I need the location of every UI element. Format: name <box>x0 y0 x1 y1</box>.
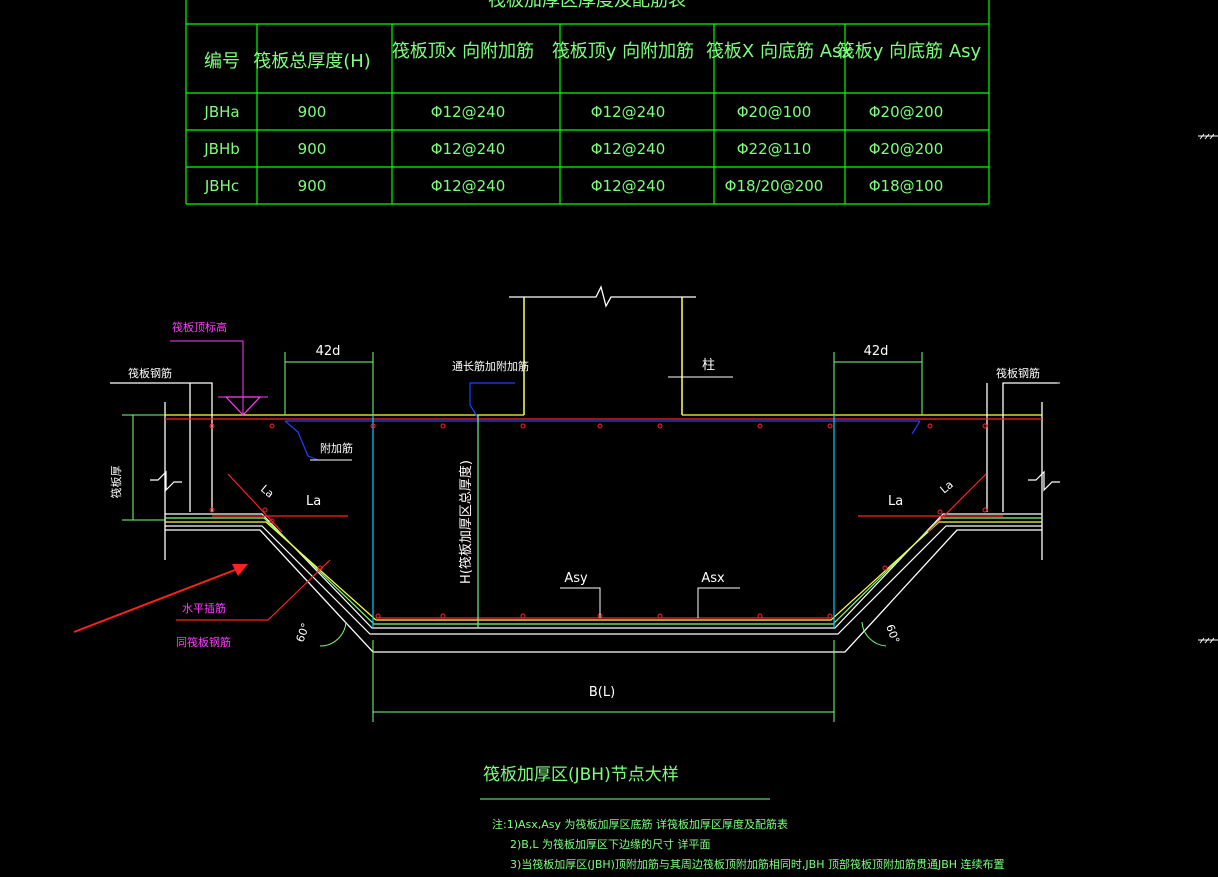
label-la-left: La <box>306 494 321 509</box>
label-angle-left: 60° <box>294 621 313 644</box>
label-raft-top-elev: 筏板顶标高 <box>172 320 227 334</box>
table-cell: Φ12@240 <box>431 103 506 121</box>
table-cell: Φ12@240 <box>591 177 666 195</box>
header-cell-top-y: 筏板顶y 向附加筋 <box>552 41 694 62</box>
table-cell: Φ12@240 <box>431 177 506 195</box>
header-cell-bottom-x: 筏板X 向底筋 Asx <box>706 41 852 62</box>
rebar-table <box>185 0 990 205</box>
table-cell: 900 <box>298 177 327 195</box>
table-row-b: JBHb 900 Φ12@240 Φ12@240 Φ22@110 Φ20@200 <box>203 140 943 158</box>
header-cell-id: 编号 <box>204 51 240 72</box>
note-1: 注:1)Asx,Asy 为筏板加厚区底筋 详筏板加厚区厚度及配筋表 <box>492 817 788 831</box>
table-row-a: JBHa 900 Φ12@240 Φ12@240 Φ20@100 Φ20@200 <box>203 103 943 121</box>
label-raft-rebar-right: 筏板钢筋 <box>996 366 1040 380</box>
label-la-slope-right: La <box>938 478 956 496</box>
label-42d-right: 42d <box>864 344 889 359</box>
label-raft-thickness: 筏板厚 <box>109 466 123 499</box>
table-cell: 900 <box>298 103 327 121</box>
leader-lines <box>128 376 1060 618</box>
la-diagonals <box>176 473 1003 621</box>
header-cell-top-x: 筏板顶x 向附加筋 <box>392 41 534 62</box>
header-cell-thickness: 筏板总厚度(H) <box>253 51 371 72</box>
table-cell: 900 <box>298 140 327 158</box>
label-column: 柱 <box>702 358 715 373</box>
angle-arcs <box>319 621 887 647</box>
table-header-row: 编号 筏板总厚度(H) 筏板顶x 向附加筋 筏板顶y 向附加筋 筏板X 向底筋 … <box>204 41 982 72</box>
rebar-dots <box>209 423 988 619</box>
table-cell: JBHc <box>204 177 239 195</box>
drawing-labels: 筏板顶标高 筏板钢筋 筏板钢筋 42d 42d 通长筋加附加筋 柱 附加筋 筏板… <box>109 320 1040 700</box>
label-asx: Asx <box>701 571 725 586</box>
red-arrow <box>73 564 248 633</box>
elevation-marker <box>170 340 268 416</box>
note-2: 2)B,L 为筏板加厚区下边缘的尺寸 详平面 <box>510 837 710 851</box>
column-outline <box>509 285 696 415</box>
table-cell: Φ12@240 <box>591 103 666 121</box>
label-angle-right: 60° <box>883 623 902 646</box>
label-horizontal-rebar: 水平插筋 <box>182 601 226 615</box>
table-cell: JBHa <box>203 103 239 121</box>
table-cell: Φ22@110 <box>737 140 812 158</box>
table-cell: Φ20@200 <box>869 103 944 121</box>
arrow-head <box>232 564 248 576</box>
detail-title: 筏板加厚区(JBH)节点大样 <box>483 765 679 785</box>
label-la-right: La <box>888 494 903 509</box>
table-cell: Φ20@100 <box>737 103 812 121</box>
column-rebar <box>165 297 1042 416</box>
label-42d-left: 42d <box>316 344 341 359</box>
table-cell: Φ12@240 <box>431 140 506 158</box>
cyan-lines <box>372 415 835 628</box>
table-title: 筏板加厚区厚度及配筋表 <box>488 0 686 11</box>
table-cell: Φ12@240 <box>591 140 666 158</box>
label-same-raft-rebar: 同筏板钢筋 <box>176 635 231 649</box>
note-3: 3)当筏板加厚区(JBH)顶附加筋与其周边筏板顶附加筋相同时,JBH 顶部筏板顶… <box>510 857 1005 871</box>
table-cell: JBHb <box>203 140 240 158</box>
label-asy: Asy <box>564 571 588 586</box>
header-cell-bottom-y: 筏板y 向底筋 Asy <box>837 41 982 62</box>
top-rebar <box>165 382 1042 461</box>
label-h-vertical: H(筏板加厚区总厚度) <box>458 460 474 584</box>
label-raft-rebar-left: 筏板钢筋 <box>128 366 172 380</box>
table-cell: Φ20@200 <box>869 140 944 158</box>
edge-marks <box>1198 133 1218 644</box>
break-marks <box>150 470 1060 492</box>
dimension-lines <box>122 352 923 722</box>
label-through-rebar: 通长筋加附加筋 <box>452 359 529 373</box>
concrete-outline <box>110 382 1057 653</box>
label-additional-rebar: 附加筋 <box>320 441 353 455</box>
notes: 注:1)Asx,Asy 为筏板加厚区底筋 详筏板加厚区厚度及配筋表 2)B,L … <box>492 817 1005 871</box>
label-la-slope-left: La <box>258 482 276 500</box>
table-row-c: JBHc 900 Φ12@240 Φ12@240 Φ18/20@200 Φ18@… <box>204 177 943 195</box>
table-cell: Φ18@100 <box>869 177 944 195</box>
table-cell: Φ18/20@200 <box>725 177 824 195</box>
bottom-rebar-layers <box>165 513 1042 635</box>
label-width: B(L) <box>589 685 615 700</box>
